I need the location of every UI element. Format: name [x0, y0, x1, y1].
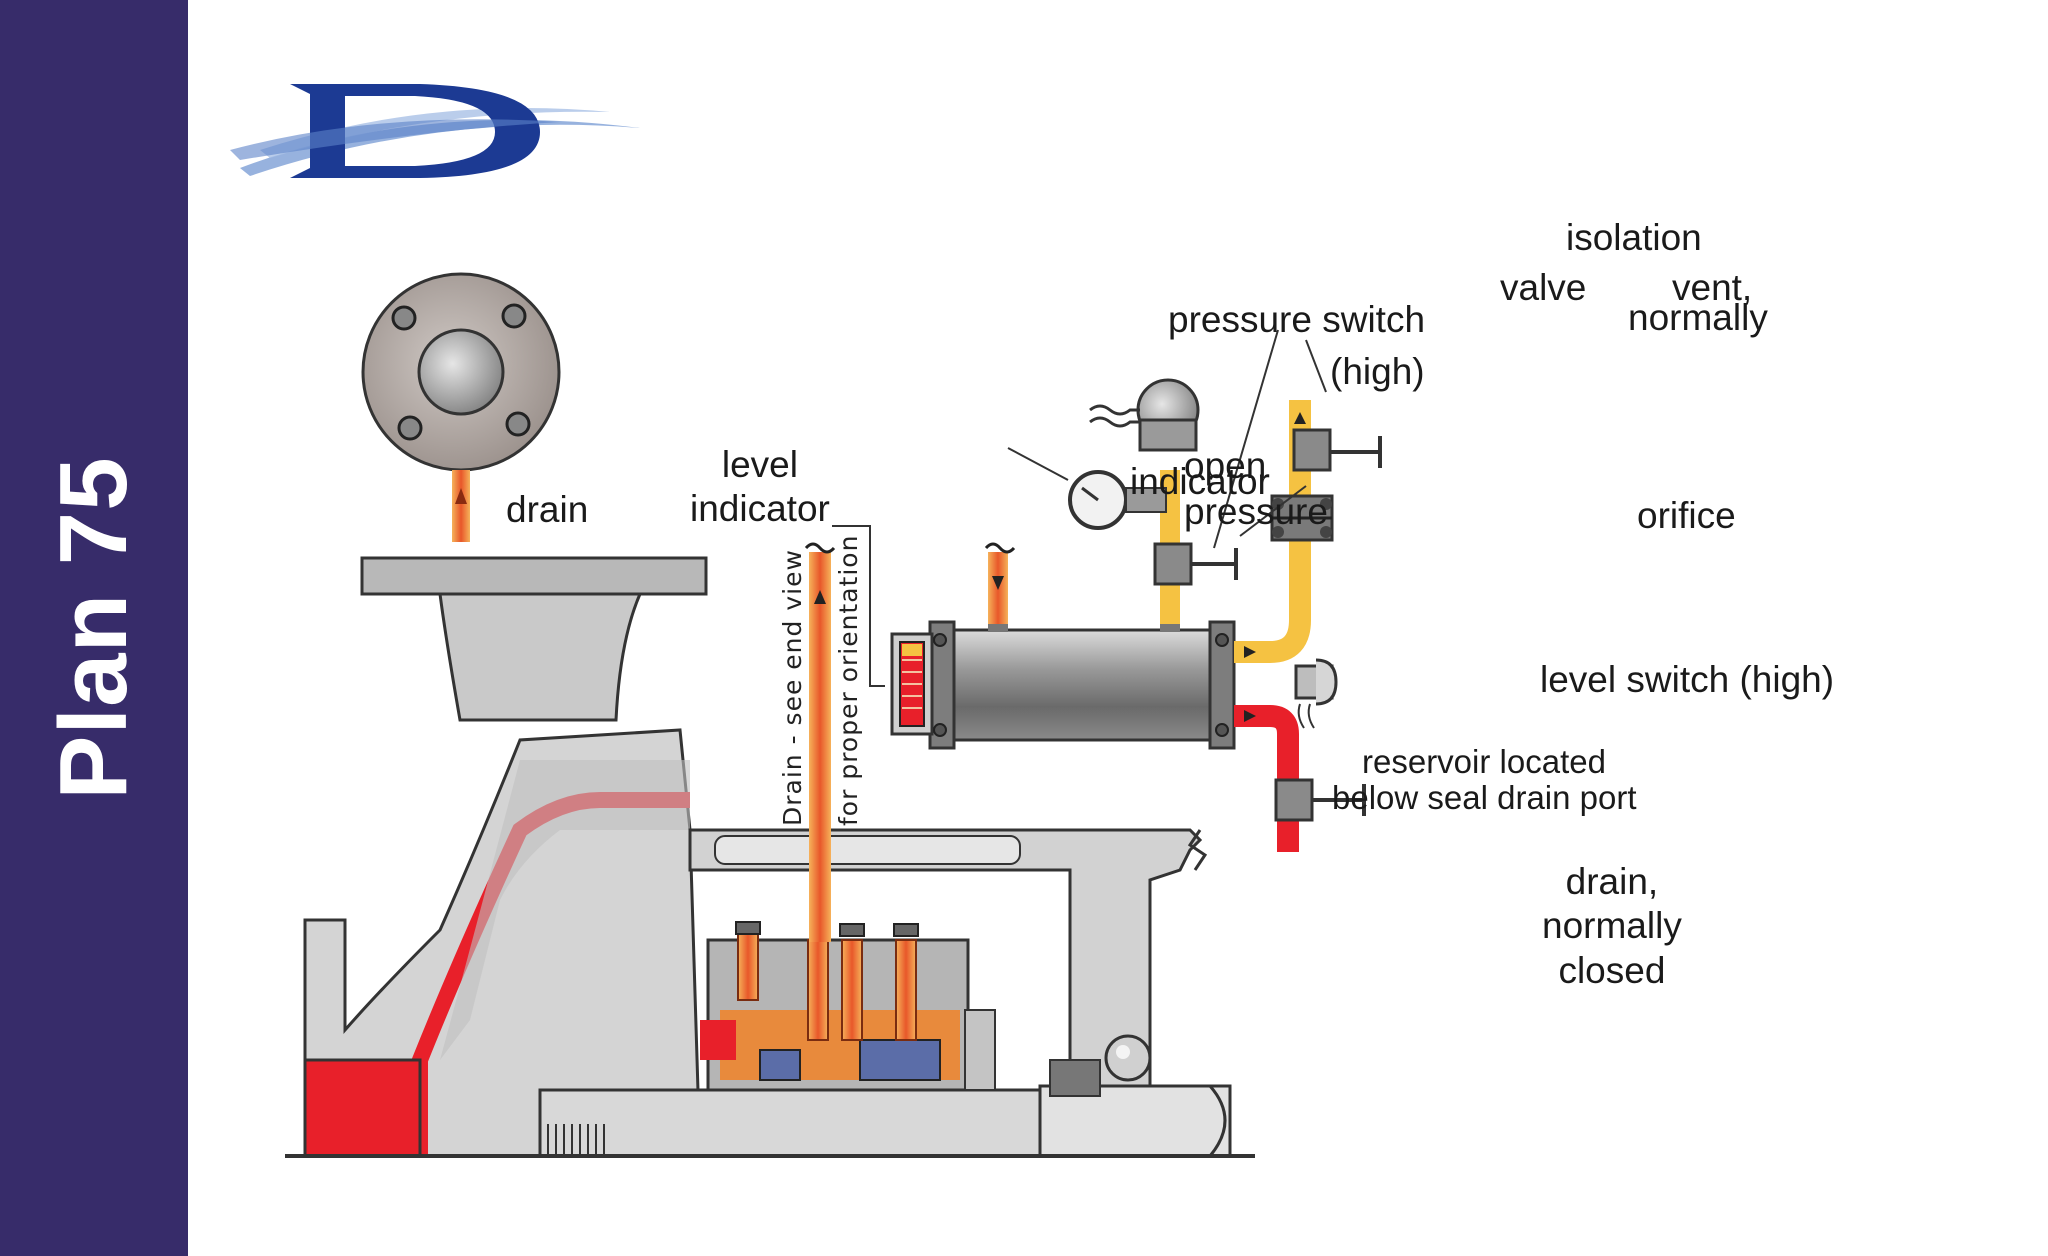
seal-cartridge [700, 921, 996, 1092]
sidebar: Plan 75 [0, 0, 188, 1256]
high-leader [1305, 339, 1327, 393]
bearing [1049, 1034, 1152, 1097]
open-leader [1239, 485, 1307, 537]
level-indicator-line2: indicator [690, 488, 830, 530]
open-label: open [1184, 445, 1267, 486]
pressure-switch [1089, 378, 1200, 452]
pressure-indicator-line1: indicator [1130, 461, 1270, 502]
logo-letter-d [290, 84, 540, 178]
isolation-valve-lower [1153, 542, 1238, 586]
pressure-switch-high-label: (high) [1330, 351, 1425, 392]
level-switch-label: level switch (high) [1540, 659, 1835, 700]
orifice-label: orifice [1637, 495, 1736, 536]
level-indicator-label: level indicator [690, 443, 830, 532]
reservoir-inlet [984, 542, 1016, 624]
drain-closed-line2: normally [1542, 905, 1682, 947]
pump-casing [303, 556, 708, 1158]
drain-label: drain [506, 489, 589, 530]
drain-orientation-line2: for proper orientation [834, 534, 863, 826]
vent-valve [1292, 428, 1382, 472]
reservoir-label-line1: reservoir located [1362, 743, 1606, 780]
level-indicator-leader [832, 525, 885, 687]
drain-closed-label: drain, normally closed [1542, 860, 1682, 993]
bearing-bracket [688, 828, 1208, 1102]
reservoir-drain-pipe [1234, 705, 1299, 852]
vent-label: vent, [1672, 267, 1753, 308]
company-logo [230, 84, 640, 178]
logo-swoosh [230, 119, 560, 160]
flange-end-view [361, 272, 561, 542]
drain-valve [1274, 778, 1366, 822]
reservoir [890, 620, 1236, 750]
pressure-switch-label: pressure switch [1168, 299, 1426, 340]
pressure-gauge [1007, 447, 1167, 530]
pressure-switch-leader [1213, 329, 1279, 549]
level-switch [1294, 658, 1338, 729]
reservoir-label-line2: below seal drain port [1332, 779, 1637, 816]
pressure-indicator-line2: pressure [1184, 491, 1328, 532]
valve-label: valve [1500, 267, 1587, 308]
seal-drain-pipe [804, 542, 836, 942]
drain-closed-line1: drain, [1565, 861, 1659, 902]
level-indicator-line1: level [721, 444, 798, 485]
vent-normally-label: normally [1628, 297, 1768, 338]
drain-closed-line3: closed [1558, 949, 1666, 991]
drain-orientation-line1: Drain - see end view [778, 549, 807, 826]
shaft [285, 1084, 1255, 1158]
isolation-label: isolation [1566, 217, 1702, 258]
